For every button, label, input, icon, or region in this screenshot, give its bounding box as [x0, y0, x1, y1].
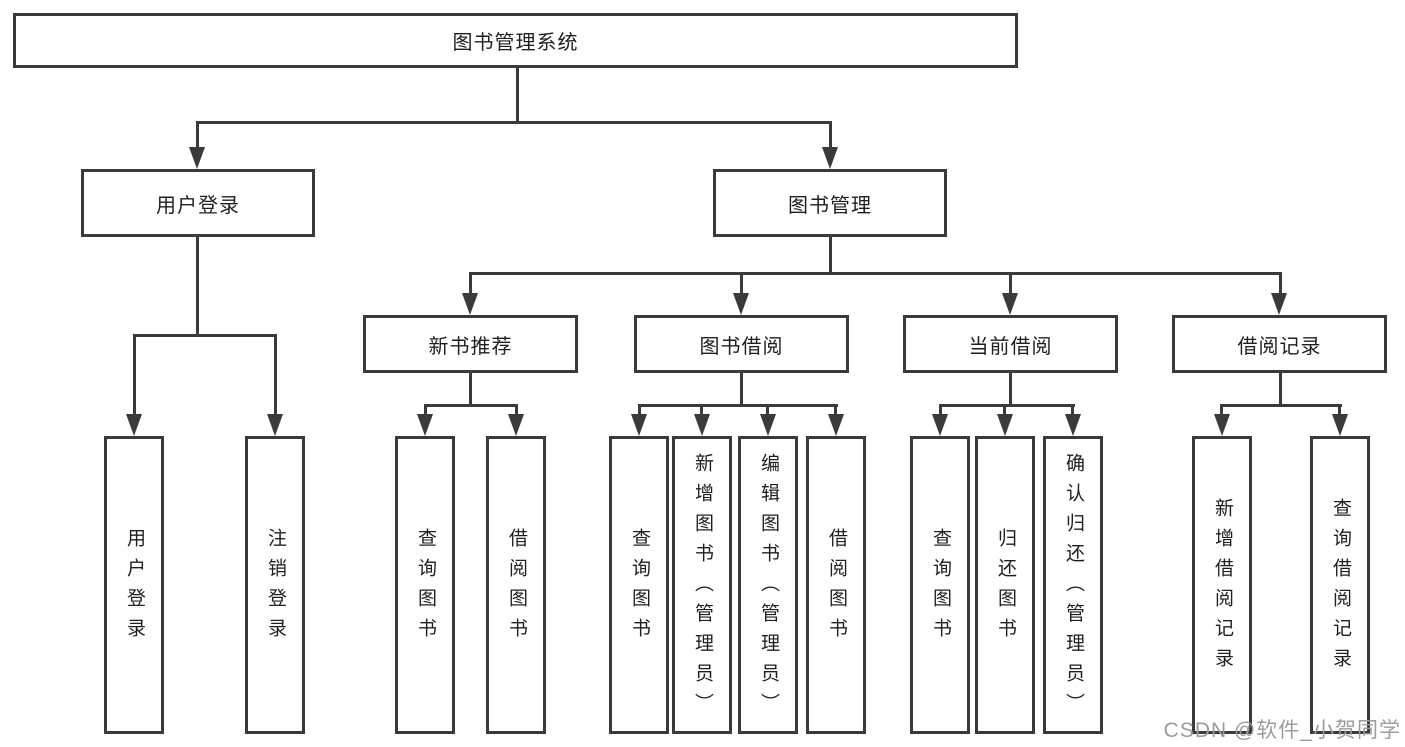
arrow-down-icon [1214, 414, 1230, 436]
node-library-management-system: 图书管理系统 [13, 13, 1018, 68]
node-current-borrow: 当前借阅 [903, 315, 1118, 373]
node-book-management: 图书管理 [713, 169, 947, 237]
connector-rail [939, 404, 1075, 407]
leaf-query-books: 查询图书 [910, 436, 970, 734]
node-new-book-recommend: 新书推荐 [363, 315, 578, 373]
arrow-down-icon [760, 414, 776, 436]
leaf-query-books: 查询图书 [395, 436, 455, 734]
connector-leaf-drop [424, 404, 427, 416]
connector-stem [469, 373, 472, 407]
arrow-down-icon [631, 414, 647, 436]
node-borrow-records: 借阅记录 [1172, 315, 1387, 373]
connector-leaf-drop [515, 404, 518, 416]
connector-leaf-drop [1003, 404, 1006, 416]
arrow-down-icon [1332, 414, 1348, 436]
connector-level3-drop [469, 272, 472, 295]
arrow-down-icon [462, 293, 478, 315]
csdn-watermark: CSDN @软件_小贺同学 [1163, 719, 1401, 742]
connector-user-login-rail [133, 334, 277, 337]
arrow-down-icon [417, 414, 433, 436]
leaf-query-borrow-record: 查询借阅记录 [1310, 436, 1370, 734]
arrow-down-icon [1271, 293, 1287, 315]
connector-root-stem [516, 68, 519, 124]
connector-stem [740, 373, 743, 407]
leaf-borrow-books: 借阅图书 [806, 436, 866, 734]
arrow-down-icon [997, 414, 1013, 436]
connector-rail [638, 404, 838, 407]
connector-leaf-drop [638, 404, 641, 416]
leaf-add-borrow-record: 新增借阅记录 [1192, 436, 1252, 734]
connector-leaf-drop [766, 404, 769, 416]
connector-user-login-stem [196, 237, 199, 337]
connector-book-mgmt-stem [829, 237, 832, 275]
leaf-confirm-return-admin: 确认归还（管理员） [1043, 436, 1103, 734]
node-book-borrow: 图书借阅 [634, 315, 849, 373]
connector-leaf-drop [1220, 404, 1223, 416]
leaf-query-books: 查询图书 [609, 436, 669, 734]
node-user-login: 用户登录 [81, 169, 315, 237]
connector-leaf-drop [1071, 404, 1074, 416]
arrow-down-icon [508, 414, 524, 436]
arrow-down-icon [828, 414, 844, 436]
connector-leaf-drop [274, 334, 277, 416]
connector-book-mgmt-drop [829, 121, 832, 151]
connector-stem [1009, 373, 1012, 407]
arrow-down-icon [1002, 293, 1018, 315]
connector-leaf-drop [834, 404, 837, 416]
arrow-down-icon [694, 414, 710, 436]
arrow-down-icon [822, 147, 838, 169]
leaf-logout: 注销登录 [245, 436, 305, 734]
connector-leaf-drop [939, 404, 942, 416]
leaf-add-books-admin: 新增图书（管理员） [672, 436, 732, 734]
connector-level3-drop [1009, 272, 1012, 295]
arrow-down-icon [733, 293, 749, 315]
connector-leaf-drop [133, 334, 136, 416]
connector-leaf-drop [700, 404, 703, 416]
connector-rail [424, 404, 518, 407]
connector-level3-drop [740, 272, 743, 295]
connector-level2-rail [196, 121, 832, 124]
arrow-down-icon [267, 414, 283, 436]
connector-level3-rail [469, 272, 1282, 275]
connector-leaf-drop [1338, 404, 1341, 416]
connector-user-login-drop [196, 121, 199, 151]
leaf-borrow-books: 借阅图书 [486, 436, 546, 734]
connector-level3-drop [1279, 272, 1282, 295]
connector-rail [1220, 404, 1342, 407]
leaf-user-login: 用户登录 [104, 436, 164, 734]
arrow-down-icon [189, 147, 205, 169]
leaf-edit-books-admin: 编辑图书（管理员） [738, 436, 798, 734]
connector-stem [1279, 373, 1282, 407]
arrow-down-icon [932, 414, 948, 436]
leaf-return-books: 归还图书 [975, 436, 1035, 734]
arrow-down-icon [1065, 414, 1081, 436]
arrow-down-icon [126, 414, 142, 436]
